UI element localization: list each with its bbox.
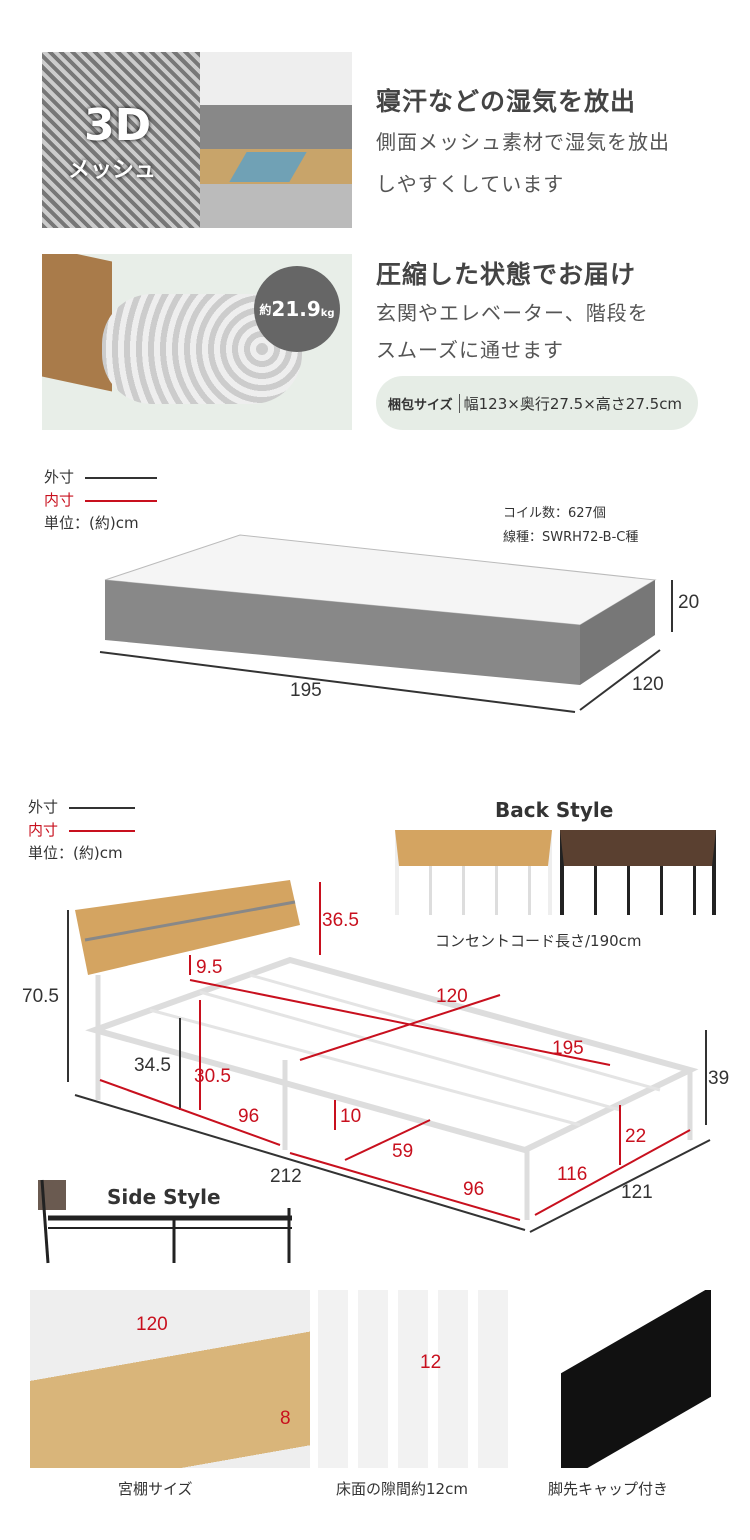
- dim-inner-length: 195: [552, 1038, 584, 1059]
- back-style-white: [395, 830, 552, 915]
- feature2-line2: スムーズに通せます: [376, 338, 564, 362]
- badge-mesh: メッシュ: [68, 158, 157, 183]
- legend-inner: 内寸: [28, 821, 59, 839]
- legend-outer: 外寸: [44, 468, 75, 486]
- dim-foot-under: 22: [625, 1126, 647, 1147]
- back-style-title: Back Style: [495, 798, 614, 822]
- dim-half-length-1: 96: [238, 1106, 260, 1127]
- package-value: 幅123×奥行27.5×高さ27.5cm: [463, 394, 683, 413]
- dim-inner-under: 30.5: [194, 1066, 231, 1087]
- dim-leg-span: 59: [392, 1141, 414, 1162]
- legend-outer: 外寸: [28, 798, 59, 816]
- dim-slat-gap: 10: [340, 1106, 362, 1127]
- legend-unit: 単位：(約)cm: [44, 514, 139, 532]
- leg-cap-photo: [521, 1290, 716, 1468]
- package-size-pill: 梱包サイズ 幅123×奥行27.5×高さ27.5cm: [376, 376, 698, 430]
- dim-inner-foot: 116: [557, 1164, 588, 1185]
- mesh-photo: 3D メッシュ: [42, 52, 352, 228]
- weight-unit: kg: [320, 307, 335, 319]
- feature2-line1: 玄関やエレベーター、階段を: [376, 301, 649, 325]
- badge-3d: 3D: [84, 100, 152, 151]
- slat-gap-dim: 12: [420, 1352, 442, 1373]
- dim-inner-width: 120: [436, 986, 468, 1007]
- dim-under-height: 34.5: [134, 1055, 171, 1076]
- wire-type: 線種：SWRH72-B-C種: [503, 530, 639, 545]
- dim-total-height: 70.5: [22, 986, 59, 1007]
- mattress-width: 120: [632, 674, 664, 695]
- dim-half-length-2: 96: [463, 1179, 485, 1200]
- shelf-depth: 8: [280, 1408, 291, 1429]
- feature1-line2: しやすくしています: [376, 172, 565, 196]
- feature1-line1: 側面メッシュ素材で湿気を放出: [376, 130, 670, 154]
- weight-value: 21.9: [271, 297, 321, 321]
- side-style-drawing: [38, 1179, 292, 1264]
- bed-drawing: [67, 880, 711, 1233]
- legend-mattress: 外寸 内寸 単位：(約)cm: [44, 466, 157, 535]
- dim-total-length: 212: [270, 1166, 302, 1187]
- feature2-title: 圧縮した状態でお届け: [376, 260, 637, 289]
- weight-prefix: 約: [259, 302, 272, 317]
- legend-unit: 単位：(約)cm: [28, 844, 123, 862]
- legend-inner: 内寸: [44, 491, 75, 509]
- mattress-height: 20: [678, 592, 700, 613]
- dim-shelf-gap: 9.5: [196, 957, 223, 978]
- dim-total-width: 121: [621, 1182, 653, 1203]
- slat-gap-caption: 床面の隙間約12cm: [336, 1480, 468, 1498]
- package-label: 梱包サイズ: [388, 393, 460, 413]
- cord-length: コンセントコード長さ/190cm: [435, 932, 642, 950]
- leg-cap-caption: 脚先キャップ付き: [548, 1480, 669, 1498]
- dim-headboard: 36.5: [322, 910, 359, 931]
- shelf-photo: 120 8: [30, 1290, 310, 1468]
- feature1-title: 寝汗などの湿気を放出: [376, 87, 637, 116]
- shelf-width: 120: [136, 1314, 168, 1335]
- dim-foot-height: 39: [708, 1068, 730, 1089]
- coil-count: コイル数：627個: [503, 506, 606, 521]
- slat-gap-photo: 12: [318, 1290, 512, 1468]
- legend-bed: 外寸 内寸 単位：(約)cm: [28, 796, 135, 865]
- back-style-black: [560, 830, 716, 915]
- side-style-title: Side Style: [107, 1185, 221, 1209]
- mattress-drawing: [99, 534, 673, 713]
- mattress-length: 195: [290, 680, 322, 701]
- shelf-caption: 宮棚サイズ: [118, 1480, 193, 1498]
